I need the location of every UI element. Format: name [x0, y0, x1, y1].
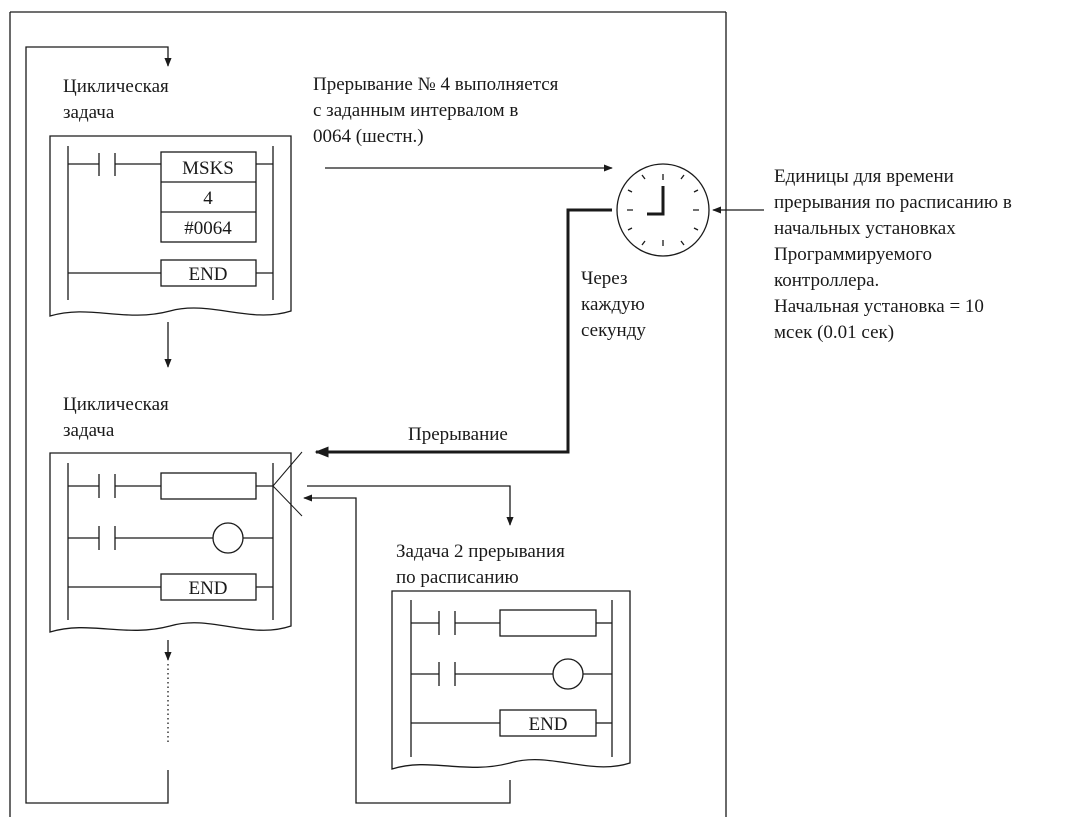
units-note: Единицы для времени прерывания по распис…	[774, 166, 1012, 343]
svg-text:Циклическая: Циклическая	[63, 394, 169, 415]
interrupt-label: Прерывание	[408, 424, 508, 445]
svg-text:задача: задача	[63, 102, 115, 123]
ladder-program-bottom: END	[49, 452, 292, 633]
svg-text:Программируемого: Программируемого	[774, 244, 932, 265]
svg-text:с заданным интервалом в: с заданным интервалом в	[313, 100, 518, 121]
instruction-box	[499, 609, 597, 637]
end-label-top: END	[188, 264, 227, 285]
return-path-from-scheduled-task	[303, 494, 511, 804]
svg-text:Начальная установка = 10: Начальная установка = 10	[774, 296, 984, 317]
interrupt-note: Прерывание № 4 выполняется с заданным ин…	[313, 74, 559, 147]
svg-text:Через: Через	[581, 268, 627, 289]
svg-text:мсек (0.01 сек): мсек (0.01 сек)	[774, 322, 894, 343]
every-second-label: Через каждую секунду	[581, 268, 646, 341]
svg-text:задача: задача	[63, 420, 115, 441]
cyclic-task-bottom-label: Циклическая задача	[63, 394, 169, 441]
msks-label: MSKS	[182, 158, 234, 179]
svg-text:0064 (шестн.): 0064 (шестн.)	[313, 126, 424, 147]
svg-text:секунду: секунду	[581, 320, 646, 341]
msks-instruction-box	[160, 151, 257, 243]
operand-interval: #0064	[184, 218, 232, 239]
svg-text:по расписанию: по расписанию	[396, 567, 519, 588]
svg-text:Единицы для времени: Единицы для времени	[774, 166, 954, 187]
cyclic-task-top-label: Циклическая задача	[63, 76, 169, 123]
outer-frame	[9, 11, 727, 817]
end-label-scheduled: END	[528, 714, 567, 735]
operand-task-number: 4	[203, 188, 213, 209]
ladder-program-top: MSKS 4 #0064 END	[49, 135, 292, 317]
svg-text:контроллера.: контроллера.	[774, 270, 879, 291]
interrupt-break-marks	[272, 451, 303, 517]
interrupt-signal-path	[314, 208, 612, 458]
program-sheet	[391, 590, 631, 770]
output-coil	[212, 522, 244, 554]
svg-text:Циклическая: Циклическая	[63, 76, 169, 97]
instruction-box	[160, 472, 257, 500]
svg-text:Задача 2 прерывания: Задача 2 прерывания	[396, 541, 565, 562]
svg-text:каждую: каждую	[581, 294, 645, 315]
loop-back-path	[25, 46, 172, 804]
svg-text:Прерывание № 4 выполняется: Прерывание № 4 выполняется	[313, 74, 559, 95]
svg-text:начальных установках: начальных установках	[774, 218, 956, 239]
output-coil	[552, 658, 584, 690]
clock-icon	[616, 163, 710, 257]
svg-text:прерывания по расписанию в: прерывания по расписанию в	[774, 192, 1012, 213]
end-label-bottom: END	[188, 578, 227, 599]
call-path-to-scheduled-task	[307, 485, 514, 526]
scheduled-task-label: Задача 2 прерывания по расписанию	[396, 541, 565, 588]
program-sheet	[49, 452, 292, 633]
ladder-program-scheduled: END	[391, 590, 631, 770]
program-sheet	[49, 135, 292, 317]
